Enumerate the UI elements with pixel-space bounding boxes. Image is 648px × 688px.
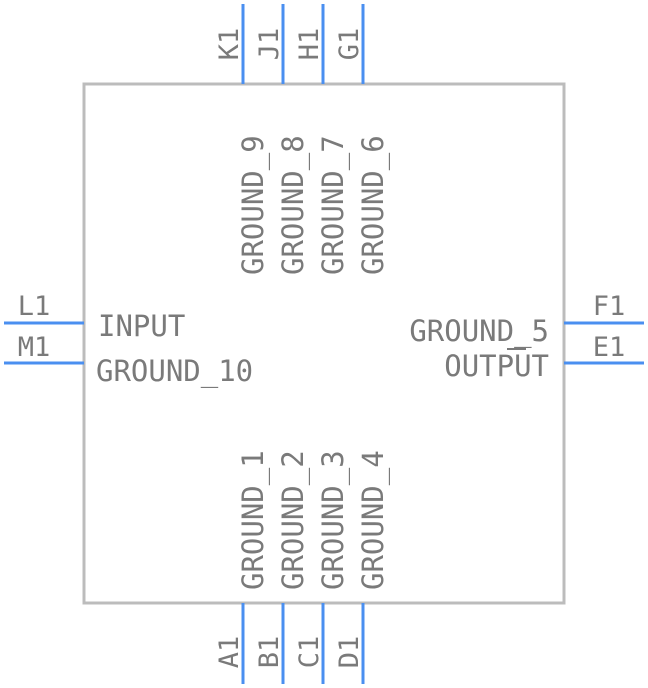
pin-number-c1: C1 — [294, 636, 325, 669]
pin-name-ground-1: GROUND_1 — [236, 450, 271, 590]
pin-name-ground-6: GROUND_6 — [356, 135, 391, 275]
right-pins: F1 E1 GROUND_5 OUTPUT — [409, 291, 644, 383]
pin-number-a1: A1 — [214, 636, 245, 669]
pin-name-ground-5: GROUND_5 — [409, 314, 549, 349]
component-body — [82, 82, 566, 605]
pin-name-ground-8: GROUND_8 — [276, 135, 311, 275]
pin-number-b1: B1 — [254, 636, 285, 669]
left-pins: L1 M1 INPUT GROUND_10 — [4, 291, 253, 389]
top-pins: K1 J1 H1 G1 GROUND_9 GROUND_8 GROUND_7 G… — [214, 4, 391, 275]
pin-number-l1: L1 — [18, 291, 51, 322]
pin-name-ground-3: GROUND_3 — [316, 450, 351, 590]
pin-name-ground-9: GROUND_9 — [236, 135, 271, 275]
pin-number-e1: E1 — [593, 332, 626, 363]
pin-name-ground-10: GROUND_10 — [96, 354, 253, 389]
pin-number-g1: G1 — [334, 28, 365, 61]
pin-number-h1: H1 — [294, 28, 325, 61]
pin-number-d1: D1 — [334, 636, 365, 669]
pin-name-ground-7: GROUND_7 — [316, 135, 351, 275]
pin-name-ground-2: GROUND_2 — [276, 450, 311, 590]
pin-number-f1: F1 — [593, 291, 626, 322]
pin-name-input: INPUT — [98, 309, 185, 343]
bottom-pins: A1 B1 C1 D1 GROUND_1 GROUND_2 GROUND_3 G… — [214, 450, 391, 684]
pin-name-output: OUTPUT — [444, 349, 549, 383]
pin-number-k1: K1 — [214, 28, 245, 61]
pin-number-m1: M1 — [18, 332, 51, 363]
pin-number-j1: J1 — [254, 28, 285, 61]
pin-name-ground-4: GROUND_4 — [356, 450, 391, 590]
